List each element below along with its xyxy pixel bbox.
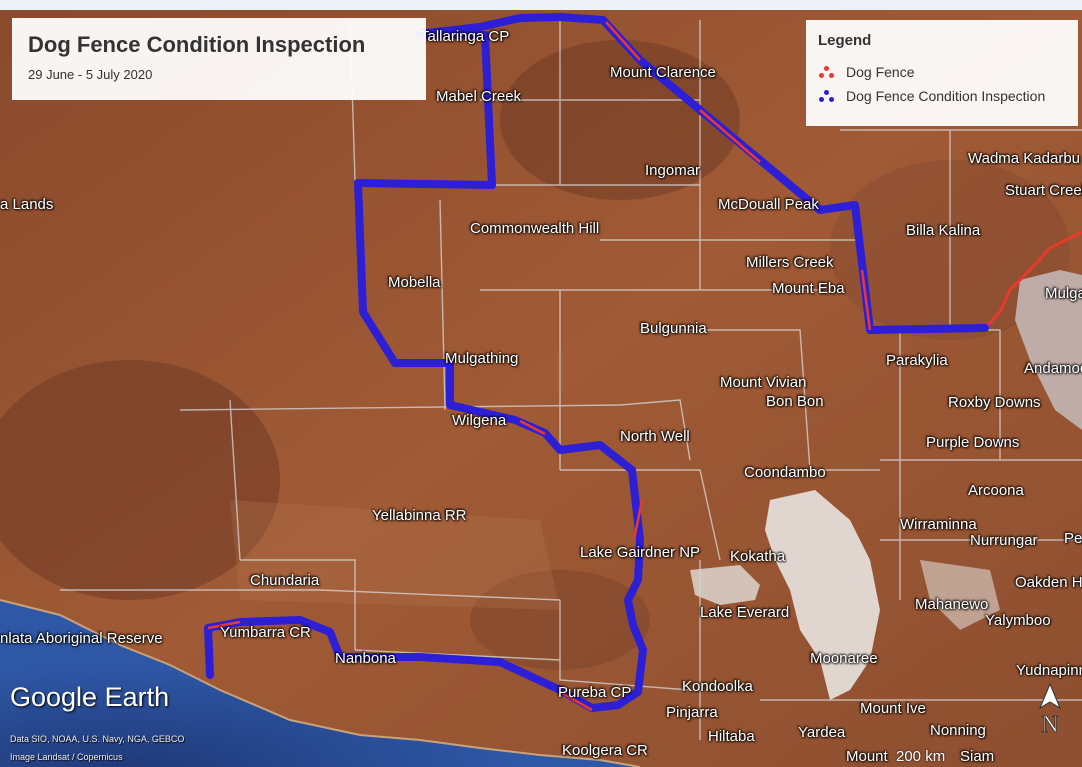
inspection-icon <box>818 89 836 103</box>
salt-lake-everard <box>690 565 760 605</box>
place-label: Kondoolka <box>682 678 753 695</box>
title-panel: Dog Fence Condition Inspection 29 June -… <box>12 18 426 100</box>
place-label: Yudnapinna <box>1016 662 1082 679</box>
sand-dunes <box>230 500 560 610</box>
data-credit: Data SIO, NOAA, U.S. Navy, NGA, GEBCO <box>10 734 185 744</box>
legend-item-inspection: Dog Fence Condition Inspection <box>818 84 1078 108</box>
place-label: Hiltaba <box>708 728 755 745</box>
place-label: Lake Gairdner NP <box>580 544 701 561</box>
place-label: Stuart Creek <box>1005 182 1082 199</box>
coastline <box>0 599 641 767</box>
north-label: N <box>1041 712 1058 738</box>
place-label: Nanbona <box>335 650 396 667</box>
place-label: Mount Clarence <box>610 64 716 81</box>
place-label: Pe <box>1064 530 1082 547</box>
salt-lake-east <box>920 560 1000 630</box>
place-label: Mount Eba <box>772 280 845 297</box>
imagery-credit: Image Landsat / Copernicus <box>10 752 123 762</box>
place-label: Pureba CP <box>558 684 632 701</box>
north-arrow-icon[interactable]: N <box>1030 680 1070 740</box>
place-label: Mount <box>846 748 888 765</box>
place-label: Billa Kalina <box>906 222 981 239</box>
place-label: Millers Creek <box>746 254 834 271</box>
place-label: McDouall Peak <box>718 196 819 213</box>
place-label: Purple Downs <box>926 434 1020 451</box>
place-label: Tallaringa CP <box>420 28 510 45</box>
fence-red-segments <box>207 21 872 712</box>
place-label: Ingomar <box>645 162 701 179</box>
place-label: Wilgena <box>452 412 507 429</box>
dark-patch <box>0 360 280 600</box>
legend-panel: Legend Dog Fence Dog Fence Condition Ins… <box>806 20 1078 126</box>
salt-lake-gairdner <box>765 490 880 700</box>
place-label: Arcoona <box>968 482 1024 499</box>
date-range: 29 June - 5 July 2020 <box>28 67 153 82</box>
salt-lake-torrens <box>1015 270 1082 430</box>
place-label: Nurrungar <box>970 532 1038 549</box>
place-label: Mobella <box>388 274 441 291</box>
scale-label: 200 km <box>896 748 946 765</box>
dog-fence-icon <box>818 65 836 79</box>
place-label: Mulga <box>1045 285 1082 302</box>
ocean <box>0 600 640 767</box>
place-label: Koolgera CR <box>562 742 648 759</box>
place-label: Mount Ive <box>860 700 926 717</box>
place-label: Wadma Kadarbu <box>968 150 1081 167</box>
legend-label: Dog Fence <box>846 64 915 80</box>
inspection-route <box>204 13 989 712</box>
place-label: Yalymboo <box>985 612 1051 629</box>
place-label: Bulgunnia <box>640 320 707 337</box>
place-label: Pinjarra <box>666 704 718 721</box>
place-label: Lake Everard <box>700 604 790 621</box>
property-boundaries <box>60 19 1082 740</box>
legend-item-dog-fence: Dog Fence <box>818 60 1078 84</box>
place-label: Siam <box>960 748 995 765</box>
legend-title: Legend <box>818 32 872 49</box>
top-border <box>0 0 1082 10</box>
place-label: Mabel Creek <box>436 88 522 105</box>
place-label: Parakylia <box>886 352 948 369</box>
place-label: Coondambo <box>744 464 826 481</box>
map-title: Dog Fence Condition Inspection <box>28 32 366 57</box>
legend-label: Dog Fence Condition Inspection <box>846 88 1046 104</box>
place-label: Yellabinna RR <box>372 507 467 524</box>
place-label: nlata Aboriginal Reserve <box>0 630 163 647</box>
place-label: North Well <box>620 428 690 445</box>
place-label: Moonaree <box>810 650 878 667</box>
place-label: Chundaria <box>250 572 320 589</box>
place-label: Commonwealth Hill <box>470 220 600 237</box>
place-label: Bon Bon <box>766 393 824 410</box>
place-label: Mahanewo <box>915 596 989 613</box>
place-label: Mount Vivian <box>720 374 807 391</box>
place-label: Nonning <box>930 722 986 739</box>
google-earth-logo: Google Earth <box>10 682 170 712</box>
place-label: Yardea <box>798 724 846 741</box>
place-label: Roxby Downs <box>948 394 1041 411</box>
dog-fence-line <box>983 230 1082 330</box>
place-label: Oakden Hills <box>1015 574 1082 591</box>
place-label: Wirraminna <box>900 516 977 533</box>
place-label: Andamooka <box>1024 360 1082 377</box>
place-label: Yumbarra CR <box>220 624 311 641</box>
place-label: Kokatha <box>730 548 786 565</box>
place-label: Mulgathing <box>445 350 519 367</box>
place-label: a Lands <box>0 196 54 213</box>
